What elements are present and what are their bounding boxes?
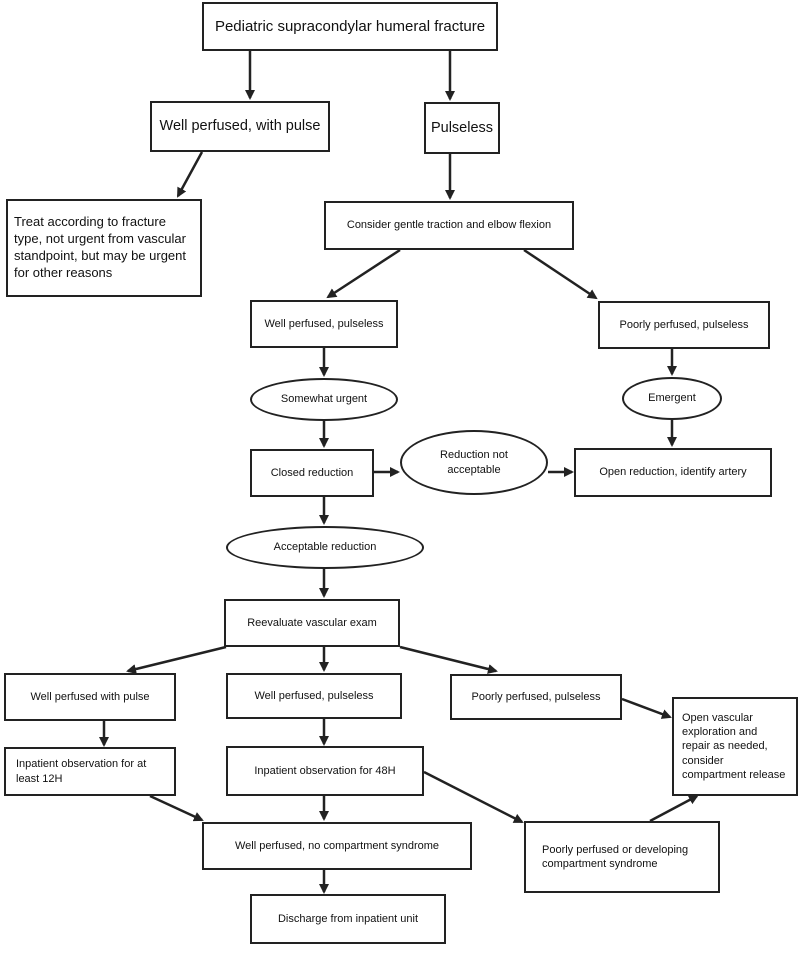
node-acceptable-reduction: Acceptable reduction xyxy=(226,526,424,569)
node-emergent: Emergent xyxy=(622,377,722,420)
arrow-reevaluate-to-poor-pulseless xyxy=(399,645,498,674)
arrow-reevaluate-to-well-pulse xyxy=(126,645,227,674)
node-reevaluate: Reevaluate vascular exam xyxy=(224,599,400,647)
node-well-with-pulse-2: Well perfused with pulse xyxy=(4,673,176,721)
node-treat-fracture: Treat according to fracture type, not ur… xyxy=(6,199,202,297)
node-closed-reduction: Closed reduction xyxy=(250,449,374,497)
node-well-pulseless-2: Well perfused, pulseless xyxy=(226,673,402,719)
node-well-with-pulse-top: Well perfused, with pulse xyxy=(150,101,330,152)
node-poor-pulseless-1: Poorly perfused, pulseless xyxy=(598,301,770,349)
arrow-obs-48h-to-poor-compartment xyxy=(423,770,524,824)
node-reduction-not-acceptable: Reduction not acceptable xyxy=(400,430,548,495)
node-well-pulseless-1: Well perfused, pulseless xyxy=(250,300,398,348)
node-poor-pulseless-2: Poorly perfused, pulseless xyxy=(450,674,622,720)
arrow-traction-to-poor-pulseless xyxy=(523,248,598,300)
node-root: Pediatric supracondylar humeral fracture xyxy=(202,2,498,51)
node-no-compartment-syndrome: Well perfused, no compartment syndrome xyxy=(202,822,472,870)
node-observation-12h: Inpatient observation for at least 12H xyxy=(4,747,176,796)
arrow-obs-12h-to-no-compartment xyxy=(149,794,204,822)
node-somewhat-urgent: Somewhat urgent xyxy=(250,378,398,421)
node-discharge: Discharge from inpatient unit xyxy=(250,894,446,944)
arrow-poor-compartment-to-open-vascular xyxy=(649,794,699,823)
arrow-traction-to-well-pulseless xyxy=(326,248,401,299)
arrow-well-to-treat xyxy=(176,151,204,198)
node-traction: Consider gentle traction and elbow flexi… xyxy=(324,201,574,250)
node-pulseless-top: Pulseless xyxy=(424,102,500,154)
arrow-poor-pulseless-to-open-vascular xyxy=(621,697,672,719)
node-observation-48h: Inpatient observation for 48H xyxy=(226,746,424,796)
node-open-vascular: Open vascular exploration and repair as … xyxy=(672,697,798,796)
node-poor-compartment: Poorly perfused or developing compartmen… xyxy=(524,821,720,893)
node-open-reduction: Open reduction, identify artery xyxy=(574,448,772,497)
